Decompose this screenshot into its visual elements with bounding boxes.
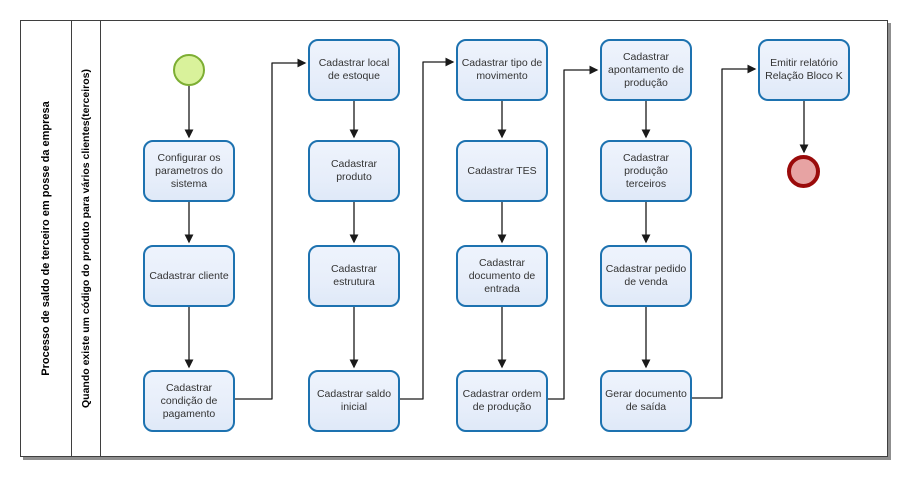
task-cadastrar-ordem-producao[interactable]: Cadastrar ordem de produção (456, 370, 548, 432)
task-cadastrar-producao-terceiros[interactable]: Cadastrar produção terceiros (600, 140, 692, 202)
task-cadastrar-saldo-inicial[interactable]: Cadastrar saldo inicial (308, 370, 400, 432)
task-gerar-documento-saida[interactable]: Gerar documento de saída (600, 370, 692, 432)
task-emitir-relatorio-bloco-k[interactable]: Emitir relatório Relação Bloco K (758, 39, 850, 101)
task-label: Cadastrar tipo de movimento (461, 57, 543, 82)
task-label: Cadastrar documento de entrada (468, 256, 536, 295)
end-event[interactable] (787, 155, 820, 188)
task-label: Gerar documento de saída (605, 388, 687, 413)
lane-title: Quando existe um código do produto para … (71, 20, 100, 457)
task-label: Cadastrar apontamento de produção (608, 50, 684, 89)
task-label: Cadastrar TES (467, 164, 537, 177)
start-event[interactable] (173, 54, 205, 86)
task-cadastrar-pedido-venda[interactable]: Cadastrar pedido de venda (600, 245, 692, 307)
pool-title-label: Processo de saldo de terceiro em posse d… (39, 101, 52, 376)
task-label: Cadastrar produto (330, 158, 378, 183)
lane-content-divider (100, 20, 101, 457)
task-label: Cadastrar condição de pagamento (160, 381, 218, 420)
task-label: Configurar os parametros do sistema (155, 151, 223, 190)
task-cadastrar-tipo-movimento[interactable]: Cadastrar tipo de movimento (456, 39, 548, 101)
task-cadastrar-estrutura[interactable]: Cadastrar estrutura (308, 245, 400, 307)
task-label: Cadastrar local de estoque (318, 57, 390, 82)
task-label: Cadastrar cliente (149, 269, 229, 282)
pool-title: Processo de saldo de terceiro em posse d… (20, 20, 71, 457)
task-label: Cadastrar pedido de venda (605, 263, 687, 288)
task-cadastrar-local-estoque[interactable]: Cadastrar local de estoque (308, 39, 400, 101)
lane-title-label: Quando existe um código do produto para … (79, 69, 92, 408)
task-cadastrar-documento-entrada[interactable]: Cadastrar documento de entrada (456, 245, 548, 307)
task-label: Cadastrar saldo inicial (316, 388, 392, 413)
task-cadastrar-condicao-pagamento[interactable]: Cadastrar condição de pagamento (143, 370, 235, 432)
task-label: Emitir relatório Relação Bloco K (765, 57, 843, 82)
task-label: Cadastrar produção terceiros (622, 151, 670, 190)
task-label: Cadastrar ordem de produção (462, 388, 542, 413)
task-cadastrar-apontamento-producao[interactable]: Cadastrar apontamento de produção (600, 39, 692, 101)
task-configurar-parametros[interactable]: Configurar os parametros do sistema (143, 140, 235, 202)
task-cadastrar-tes[interactable]: Cadastrar TES (456, 140, 548, 202)
task-cadastrar-produto[interactable]: Cadastrar produto (308, 140, 400, 202)
pool-lane-divider (71, 20, 72, 457)
task-label: Cadastrar estrutura (330, 263, 378, 288)
task-cadastrar-cliente[interactable]: Cadastrar cliente (143, 245, 235, 307)
